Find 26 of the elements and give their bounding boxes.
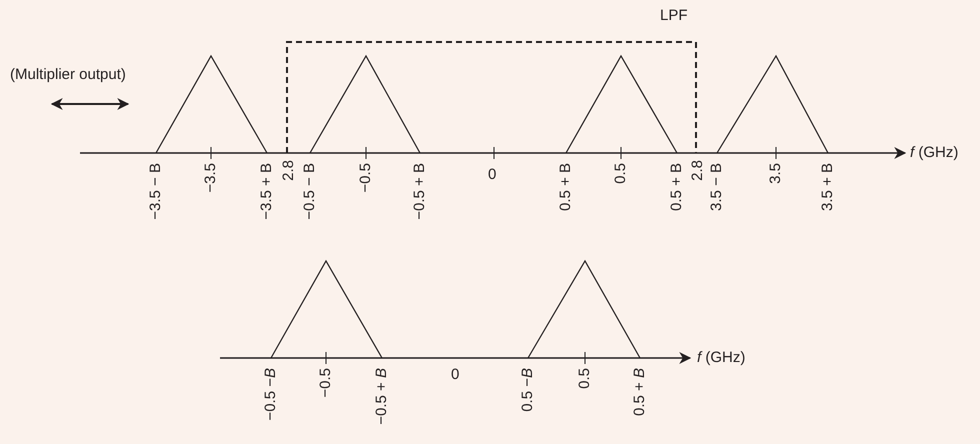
tick-label: −0.5 − B: [302, 163, 317, 220]
tick-label: 0.5 −B: [520, 368, 535, 412]
tick-label: −3.5: [203, 163, 218, 193]
filter-label: LPF: [660, 8, 688, 23]
tick-label: 3.5 + B: [820, 163, 835, 211]
tick-label: 2.8: [690, 160, 705, 181]
tick-label: 2.8: [281, 160, 296, 181]
tick-label: 0.5 + B: [632, 368, 647, 416]
tick-label: 3.5 − B: [709, 163, 724, 211]
tick-label: 0.5 + B: [669, 163, 684, 211]
axis-label: f (GHz): [910, 145, 958, 160]
tick-label: −0.5: [318, 368, 333, 398]
tick-label: −0.5 + B: [374, 368, 389, 425]
axis-label: f (GHz): [697, 350, 746, 365]
tick-label: −0.5 + B: [412, 163, 427, 220]
tick-label: 0: [451, 367, 460, 382]
annotation-text: (Multiplier output): [10, 67, 126, 82]
tick-label: 0.5: [613, 163, 628, 184]
tick-label: −0.5 −B: [263, 368, 278, 421]
tick-label: −3.5 − B: [148, 163, 163, 220]
tick-label: −3.5 + B: [259, 163, 274, 220]
tick-label: −0.5: [358, 163, 373, 193]
tick-label: 3.5: [768, 163, 783, 184]
tick-label: 0.5 + B: [558, 163, 573, 211]
tick-label: 0.5: [577, 368, 592, 389]
tick-label: 0: [488, 167, 496, 182]
